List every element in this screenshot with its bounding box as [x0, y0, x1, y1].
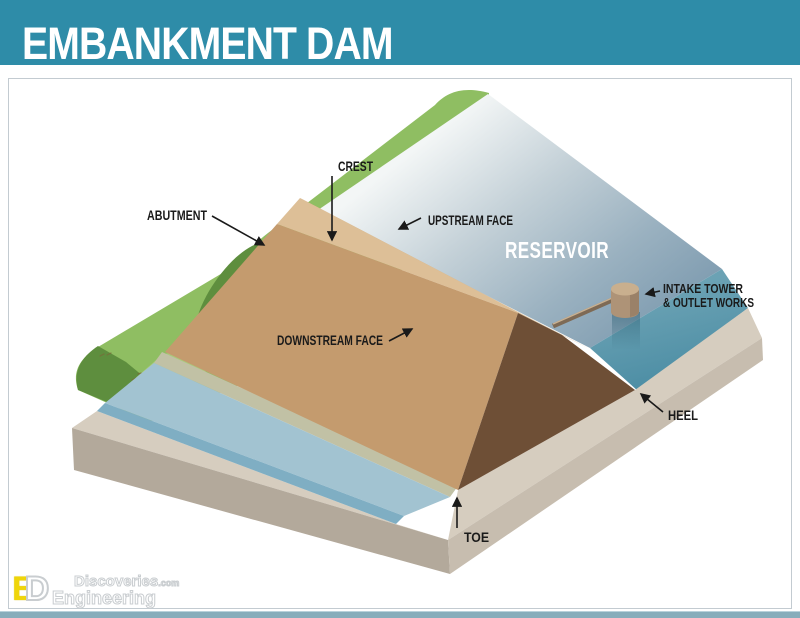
ground-right-strip	[448, 308, 762, 540]
intake-tower-label-line1: INTAKE TOWER	[663, 281, 743, 296]
logo-domain-suffix: .com	[158, 578, 180, 589]
logo-mark: ED	[12, 570, 51, 608]
ground-front-right-face	[448, 338, 763, 574]
intake-tower-arrow	[644, 287, 661, 298]
logo-discoveries-text: Discoveries	[73, 573, 159, 591]
page-title: EMBANKMENT DAM	[22, 18, 393, 69]
logo-letter-d: D	[24, 570, 51, 608]
brand-logo: ED Discoveries.com Engineering	[12, 570, 202, 614]
dam-downstream-face	[165, 224, 518, 490]
intake-tower-label-line2: & OUTLET WORKS	[663, 295, 754, 310]
logo-text: Discoveries.com Engineering	[51, 573, 180, 609]
toe-label: TOE	[464, 529, 489, 545]
upstream-face-label: UPSTREAM FACE	[428, 212, 513, 228]
dam-crest-top	[277, 198, 562, 335]
upstream-face-arrow	[397, 217, 422, 230]
ground-front-left-face	[72, 428, 450, 574]
downstream-channel-water	[105, 363, 450, 516]
logo-letter-e: E	[12, 570, 35, 608]
title-bar: EMBANKMENT DAM	[0, 0, 800, 69]
heel-arrow	[639, 393, 664, 413]
footer-accent-strip	[0, 611, 800, 618]
abutment-label: ABUTMENT	[147, 207, 207, 223]
logo-engineering-text: Engineering	[51, 588, 157, 609]
downstream-face-arrow	[388, 328, 414, 342]
reservoir-label: RESERVOIR	[505, 237, 609, 263]
channel-edge-water	[97, 403, 404, 524]
tower-reflection	[612, 312, 640, 350]
outlet-pipe	[551, 294, 621, 329]
abutment-arrow	[211, 215, 266, 246]
dam-cross-section	[458, 313, 635, 490]
toe-berm	[154, 352, 458, 497]
downstream-face-label: DOWNSTREAM FACE	[277, 332, 383, 348]
reservoir-depth-face	[590, 269, 748, 391]
heel-label: HEEL	[668, 407, 698, 423]
ground-left-strip	[72, 411, 448, 540]
logo-brand-top: Discoveries.com	[73, 573, 180, 591]
intake-tower-group	[551, 282, 640, 350]
outlet-pipe-highlight	[552, 294, 620, 325]
intake-tower-body-shade	[630, 290, 639, 317]
leader-arrows	[211, 176, 664, 528]
crest-label: CREST	[338, 158, 373, 174]
intake-tower-top	[611, 282, 639, 296]
